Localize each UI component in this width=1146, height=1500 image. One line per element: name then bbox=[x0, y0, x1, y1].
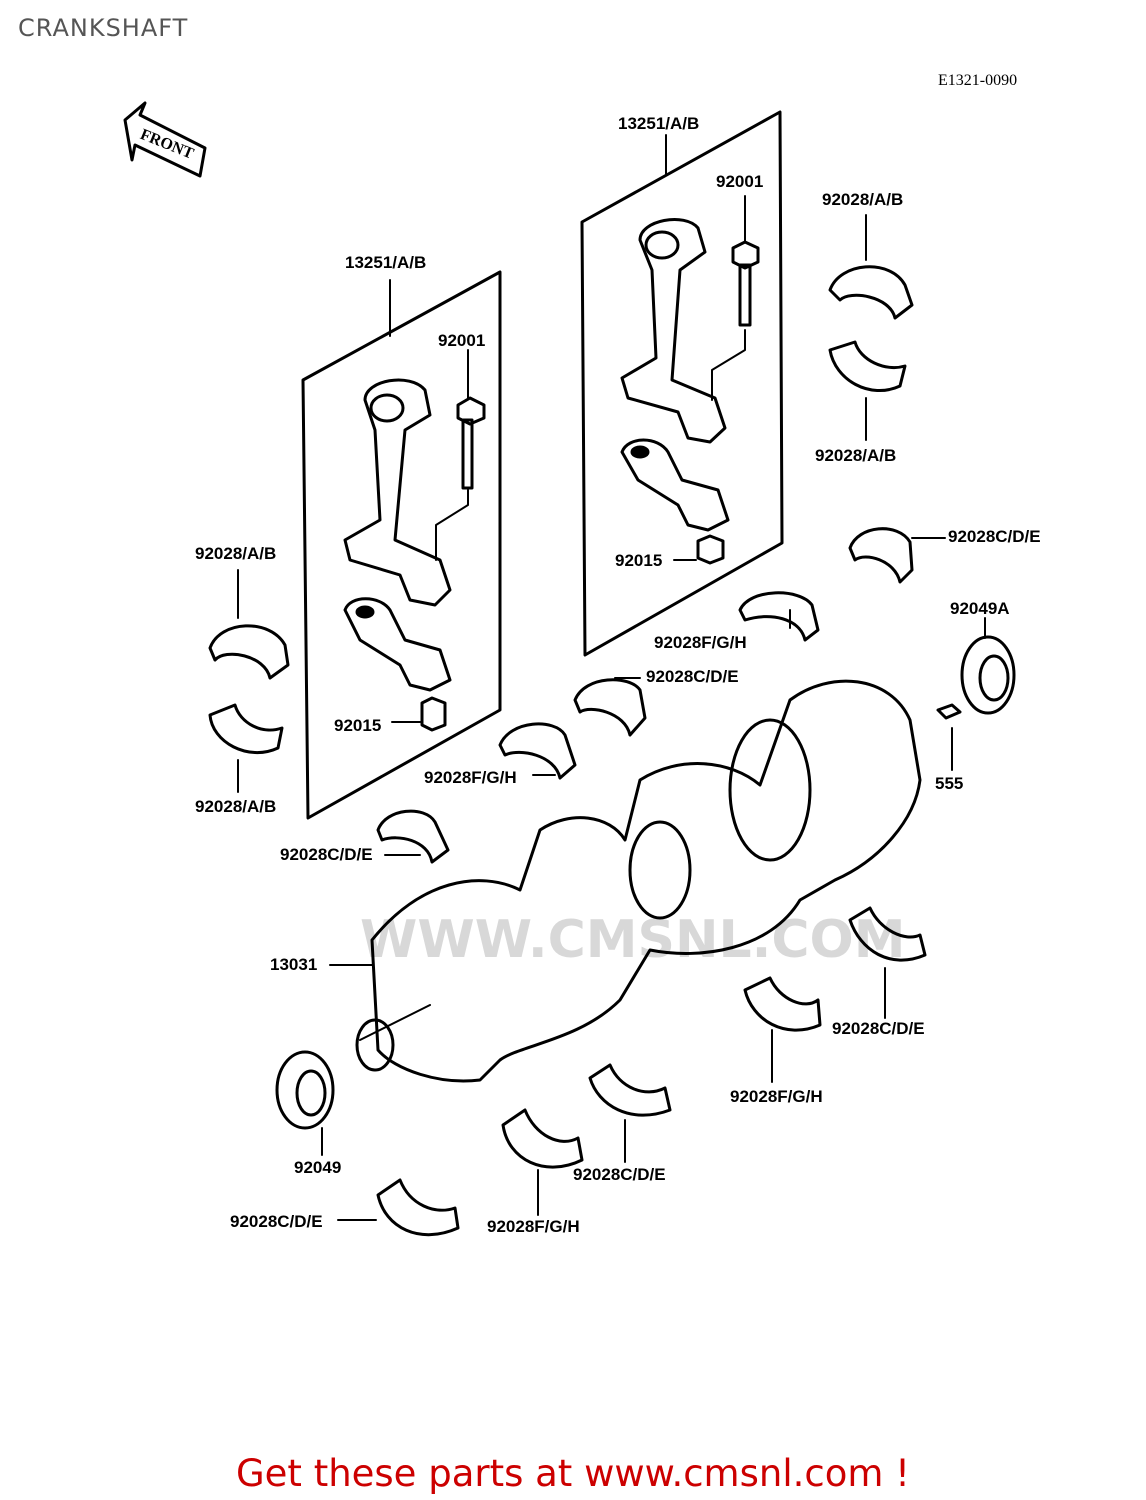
crankshaft-body bbox=[329, 679, 922, 1083]
footer-link[interactable]: Get these parts at www.cmsnl.com ! bbox=[235, 1452, 910, 1495]
dowel-pin bbox=[936, 703, 962, 771]
label-bearing-fgh-2: 92028F/G/H bbox=[424, 768, 517, 787]
oil-seal-left bbox=[275, 1050, 335, 1156]
label-crankshaft: 13031 bbox=[270, 955, 318, 974]
front-arrow-icon: FRONT bbox=[123, 101, 207, 178]
label-bolt-right: 92001 bbox=[716, 172, 764, 191]
label-bearing-cde-5: 92028C/D/E bbox=[573, 1165, 666, 1184]
label-pin: 555 bbox=[935, 774, 964, 793]
label-bearing-ab-left2: 92028/A/B bbox=[195, 797, 277, 816]
label-bearing-ab-top: 92028/A/B bbox=[822, 190, 904, 209]
label-bearing-fgh-1: 92028F/G/H bbox=[654, 633, 747, 652]
label-conrod-left: 13251/A/B bbox=[345, 253, 427, 272]
label-nut-right: 92015 bbox=[615, 551, 663, 570]
oil-seal-right bbox=[960, 617, 1016, 715]
label-oil-seal-right: 92049A bbox=[950, 599, 1010, 618]
label-conrod-right: 13251/A/B bbox=[618, 114, 700, 133]
label-bearing-fgh-3: 92028F/G/H bbox=[730, 1087, 823, 1106]
diagram-code: E1321-0090 bbox=[938, 72, 1018, 89]
label-bearing-cde-3: 92028C/D/E bbox=[280, 845, 373, 864]
bearing-shells bbox=[208, 214, 946, 1237]
watermark-text: WWW.CMSNL.COM bbox=[360, 910, 906, 970]
label-bearing-cde-2: 92028C/D/E bbox=[646, 667, 739, 686]
label-bearing-fgh-4: 92028F/G/H bbox=[487, 1217, 580, 1236]
page-title: CRANKSHAFT bbox=[18, 14, 189, 42]
conrod-left-group bbox=[301, 270, 502, 820]
conrod-right-group bbox=[580, 110, 784, 657]
label-nut-left: 92015 bbox=[334, 716, 382, 735]
label-bolt-left: 92001 bbox=[438, 331, 486, 350]
label-bearing-cde-6: 92028C/D/E bbox=[230, 1212, 323, 1231]
label-bearing-ab-top2: 92028/A/B bbox=[815, 446, 897, 465]
label-oil-seal-left: 92049 bbox=[294, 1158, 342, 1177]
label-bearing-ab-left: 92028/A/B bbox=[195, 544, 277, 563]
label-bearing-cde-4: 92028C/D/E bbox=[832, 1019, 925, 1038]
label-bearing-cde-1: 92028C/D/E bbox=[948, 527, 1041, 546]
